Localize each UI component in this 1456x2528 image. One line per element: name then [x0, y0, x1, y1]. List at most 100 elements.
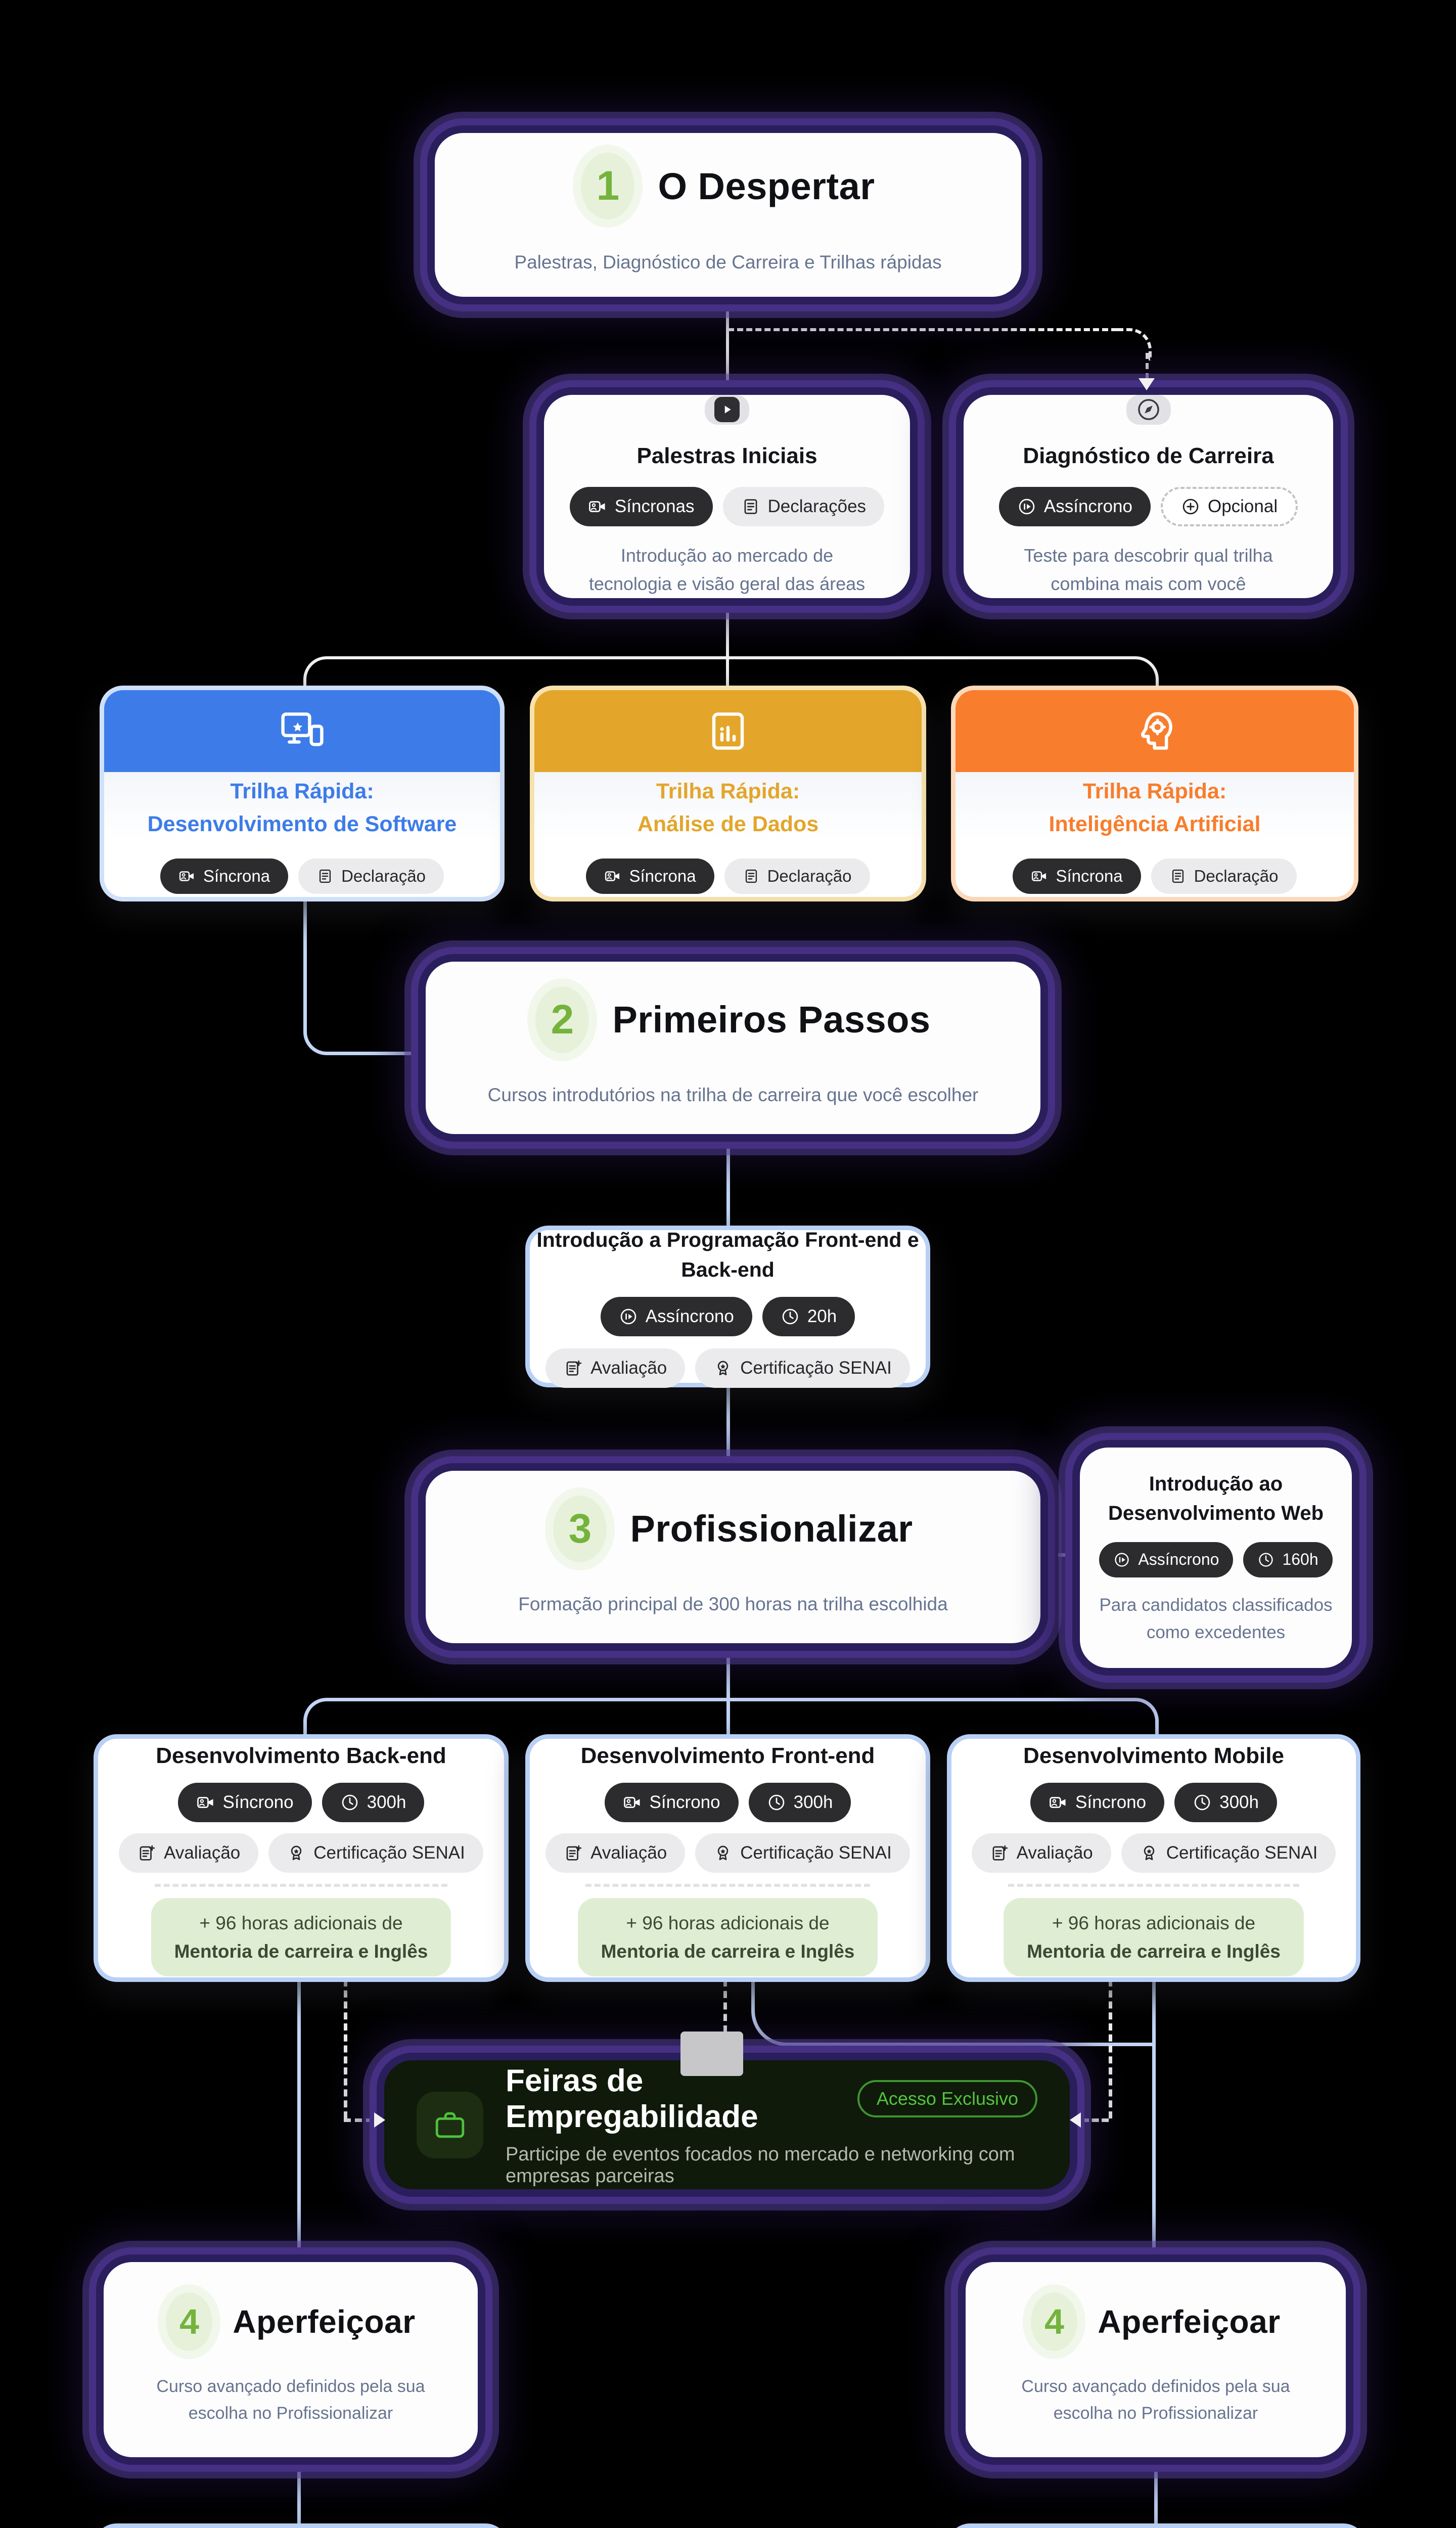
- document-icon: [741, 497, 760, 516]
- badge-certificacao-label: Certificação SENAI: [313, 1843, 465, 1863]
- briefcase-icon: [432, 2107, 468, 2143]
- badge-opcional: Opcional: [1160, 487, 1298, 527]
- video-camera-icon: [623, 1793, 642, 1812]
- stage3-number-badge: 3: [553, 1495, 607, 1562]
- badge-sincrono: Síncrono: [604, 1783, 739, 1823]
- badge-hours-label: 160h: [1282, 1550, 1318, 1569]
- card-intro-desenvolvimento-web: Introdução ao Desenvolvimento Web Assínc…: [1080, 1448, 1352, 1668]
- connector-trilha-stage2: [303, 900, 433, 1055]
- badge-sincronas-label: Síncronas: [614, 496, 695, 517]
- medal-icon: [713, 1843, 733, 1863]
- stage1-subtitle: Palestras, Diagnóstico de Carreira e Tri…: [514, 252, 942, 273]
- trilha-software-title-line2: Desenvolvimento de Software: [147, 811, 457, 836]
- stage3-subtitle: Formação principal de 300 horas na trilh…: [518, 1593, 948, 1614]
- stage4-title: Aperfeiçoar: [1098, 2304, 1281, 2340]
- dev-frontend-title: Desenvolvimento Front-end: [580, 1743, 875, 1768]
- badge-declaracao-label: Declaração: [1194, 867, 1279, 885]
- badge-declaracoes-label: Declarações: [767, 496, 867, 517]
- badge-declaracao: Declaração: [1151, 859, 1297, 894]
- document-plus-icon: [990, 1843, 1009, 1863]
- clock-icon: [767, 1793, 786, 1812]
- medal-icon: [1140, 1843, 1159, 1863]
- badge-avaliacao-label: Avaliação: [590, 1843, 667, 1863]
- badge-declaracao-label: Declaração: [341, 867, 426, 885]
- badge-avaliacao: Avaliação: [119, 1833, 259, 1873]
- stage2-subtitle: Cursos introdutórios na trilha de carrei…: [487, 1084, 979, 1105]
- diagnostico-subtitle-line1: Teste para descobrir qual trilha: [1024, 545, 1273, 566]
- badge-certificacao: Certificação SENAI: [695, 1833, 910, 1873]
- badge-sincrona: Síncrona: [586, 859, 714, 894]
- badge-hours-label: 300h: [1219, 1792, 1259, 1813]
- arrow-left-feiras: [1070, 2112, 1081, 2128]
- card-dev-backend: Desenvolvimento Back-end Síncrono 300h A…: [94, 1734, 509, 1982]
- briefcase-tile: [417, 2091, 483, 2158]
- connector-stage2-introprog: [726, 1133, 730, 1229]
- connector-devbranch-mid: [726, 1698, 730, 1738]
- medal-icon: [713, 1359, 733, 1378]
- compass-icon: [1135, 396, 1162, 423]
- stage3-title: Profissionalizar: [630, 1508, 913, 1550]
- stage2-title: Primeiros Passos: [612, 999, 931, 1041]
- connector-branch-mid: [726, 656, 729, 697]
- card-feiras-empregabilidade: Feiras de Empregabilidade Acesso Exclusi…: [384, 2060, 1070, 2189]
- video-camera-icon: [178, 868, 196, 885]
- play-icon: [714, 397, 740, 423]
- trilha-dados-title-line1: Trilha Rápida:: [656, 779, 800, 803]
- card-diagnostico-carreira: Diagnóstico de Carreira Assíncrono Opcio…: [964, 395, 1333, 598]
- connector-dashed-drop: [1146, 353, 1149, 379]
- badge-hours-label: 300h: [367, 1792, 406, 1813]
- mentoria-line1: + 96 horas adicionais de: [199, 1913, 403, 1934]
- mentoria-line1: + 96 horas adicionais de: [626, 1913, 830, 1934]
- badge-certificacao-label: Certificação SENAI: [740, 1358, 892, 1378]
- connector-dashed-stage1-diagnostico: [728, 328, 1117, 331]
- clock-icon: [1193, 1793, 1212, 1812]
- card-stage1-o-despertar: 1 O Despertar Palestras, Diagnóstico de …: [435, 133, 1021, 297]
- document-plus-icon: [137, 1843, 156, 1863]
- clock-icon: [1257, 1551, 1275, 1568]
- play-circle-icon: [619, 1307, 638, 1326]
- plus-circle-icon: [1181, 497, 1200, 516]
- badge-declaracao-label: Declaração: [767, 867, 852, 885]
- card-figma-acessibilidade: Figma e Fundamentos da acessibilidade Sí…: [947, 2523, 1367, 2528]
- connector-palestras-drop: [726, 597, 729, 658]
- arrow-right-feiras: [374, 2112, 385, 2128]
- badge-avaliacao: Avaliação: [971, 1833, 1111, 1873]
- video-camera-icon: [196, 1793, 215, 1812]
- dev-backend-title: Desenvolvimento Back-end: [156, 1743, 446, 1768]
- card-stage4-aperfeicoar-right: 4 Aperfeiçoar Curso avançado definidos p…: [966, 2262, 1346, 2457]
- badge-certificacao-label: Certificação SENAI: [1166, 1843, 1318, 1863]
- connector-dashed-devleft-feiras: [344, 1979, 347, 2118]
- connector-branch-left: [303, 656, 729, 700]
- stage2-number-badge: 2: [535, 986, 589, 1053]
- play-circle-icon: [1113, 1551, 1130, 1568]
- stage4-subtitle-line2: escolha no Profissionalizar: [188, 2404, 393, 2423]
- mentoria-line1: + 96 horas adicionais de: [1052, 1913, 1256, 1934]
- badge-sincrono: Síncrono: [177, 1783, 312, 1823]
- video-tile: [705, 395, 749, 425]
- connector-introprog-stage3: [726, 1386, 730, 1474]
- medal-icon: [287, 1843, 306, 1863]
- connector-handle[interactable]: [680, 2032, 743, 2076]
- mentoria-pill: + 96 horas adicionais de Mentoria de car…: [577, 1898, 878, 1977]
- badge-hours: 20h: [762, 1297, 855, 1337]
- connector-dashed-stage3-introweb: [1037, 1553, 1086, 1557]
- document-plus-icon: [564, 1843, 583, 1863]
- connector-devbranch-right: [730, 1698, 1159, 1742]
- badge-opcional-label: Opcional: [1207, 496, 1278, 517]
- badge-sincrona-label: Síncrona: [629, 867, 696, 885]
- card-dev-mobile: Desenvolvimento Mobile Síncrono 300h Ava…: [947, 1734, 1360, 1982]
- video-camera-icon: [1031, 868, 1048, 885]
- card-intro-programacao: Introdução a Programação Front-end e Bac…: [525, 1226, 930, 1388]
- document-icon: [743, 868, 760, 885]
- intro-web-title-line2: Desenvolvimento Web: [1108, 1502, 1324, 1524]
- badge-sincrona: Síncrona: [1013, 859, 1141, 894]
- connector-dashed-devmid-feiras: [723, 1979, 727, 2033]
- palestras-subtitle-line1: Introdução ao mercado de: [620, 545, 834, 566]
- trilha-software-title-line1: Trilha Rápida:: [230, 779, 374, 803]
- card-dev-frontend: Desenvolvimento Front-end Síncrono 300h …: [525, 1734, 930, 1982]
- badge-declaracoes: Declarações: [722, 487, 885, 527]
- intro-web-subtitle-line2: como excedentes: [1146, 1622, 1286, 1642]
- stage4-subtitle-line1: Curso avançado definidos pela sua: [1021, 2377, 1290, 2397]
- connector-dashed-devright-feiras: [1109, 1979, 1112, 2118]
- badge-sincrono-label: Síncrono: [1075, 1792, 1147, 1813]
